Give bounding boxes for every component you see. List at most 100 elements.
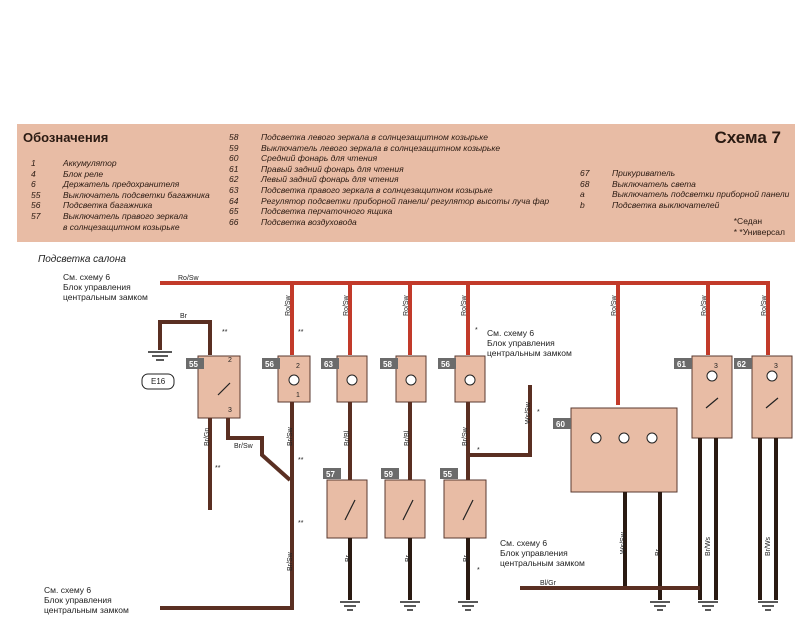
legend-entry-text: Правый задний фонарь для чтения <box>261 163 404 174</box>
wire-wssw <box>468 385 532 457</box>
marker-dstar: ** <box>222 329 228 336</box>
component-62-box <box>751 355 793 439</box>
wire-55-side <box>226 418 292 482</box>
legend-entry-number: 63 <box>229 184 239 195</box>
badge-56 <box>262 358 280 369</box>
component-63-box <box>336 355 368 403</box>
legend-entry-text: Прикуриватель <box>612 168 676 178</box>
component-57-box <box>326 479 368 539</box>
pin-label: 3 <box>714 363 718 370</box>
legend-entry-number: 67 <box>580 168 590 178</box>
component-56-box <box>277 355 311 403</box>
wire-label: Ro/Sw <box>403 294 410 316</box>
wire-br <box>158 320 212 355</box>
wire-label-wssw: Ws/Sw <box>525 401 532 424</box>
ref-line: центральным замком <box>500 558 585 568</box>
e16-tag <box>141 373 175 390</box>
wire-label: Br/Ws <box>705 536 712 556</box>
lamp-icon <box>590 432 602 444</box>
marker-dstar: ** <box>298 520 304 527</box>
wire-label: Ro/Sw <box>343 294 350 316</box>
badge-63 <box>321 358 339 369</box>
lamp-icon <box>405 374 417 386</box>
legend-entry-text: Подсветка правого зеркала в солнцезащитн… <box>261 184 493 195</box>
legend-entry-text: Выключатель левого зеркала в солнцезащит… <box>261 142 501 153</box>
wire-label: Br/Sw <box>287 551 294 571</box>
pin-label: 3 <box>774 363 778 370</box>
legend-entry-number: 57 <box>31 210 41 221</box>
badge-55-label: 55 <box>189 360 198 369</box>
ref-mid: См. схему 6 Блок управления центральным … <box>487 328 572 358</box>
badge-56b <box>438 358 456 369</box>
legend-entry: 61 Правый задний фонарь для чтения <box>229 164 549 175</box>
legend-entry-number: 61 <box>229 163 239 174</box>
badge-56b-label: 56 <box>441 360 450 369</box>
legend-entry-text: Подсветка багажника <box>63 200 153 211</box>
wire-label-br: Br <box>180 313 188 320</box>
legend-entry-number: 55 <box>31 189 41 200</box>
legend-entry-number: 4 <box>31 168 36 179</box>
ref-top: См. схему 6 Блок управления центральным … <box>63 272 148 302</box>
legend-entry-text: Подсветка левого зеркала в солнцезащитно… <box>261 132 488 142</box>
legend-entry-text: Средний фонарь для чтения <box>261 153 378 164</box>
badge-62-label: 62 <box>737 360 746 369</box>
wire-label: Br/Bl <box>404 430 411 446</box>
lamp-icon <box>346 374 358 386</box>
legend-entry-number: 60 <box>229 153 239 164</box>
section-title: Подсветка салона <box>38 254 126 265</box>
legend-entry: 63 Подсветка правого зеркала в солнцезащи… <box>229 185 549 196</box>
legend-entry-number: 64 <box>229 195 239 206</box>
wire-label: Ro/Sw <box>461 294 468 316</box>
ref-line: Блок управления <box>63 282 131 292</box>
switch-icons <box>217 382 779 521</box>
legend-entry-number <box>31 222 63 233</box>
component-55b-box <box>443 479 487 539</box>
wire-label: Br <box>405 554 412 562</box>
legend-entry: 4 Блок реле <box>31 169 210 180</box>
lamp-icon <box>706 370 718 382</box>
legend-entry-text: Блок реле <box>63 168 104 179</box>
badge-56-label: 56 <box>265 360 274 369</box>
marker-star: * <box>477 447 480 454</box>
legend-entry-text: Выключатель подсветки приборной панели <box>612 189 790 200</box>
lamp-icon <box>766 370 778 382</box>
component-60-box <box>570 407 678 493</box>
marker-dstar: ** <box>298 329 304 336</box>
badge-55 <box>186 358 204 369</box>
legend-entry-number: 62 <box>229 174 239 185</box>
ground-icon <box>340 601 360 611</box>
component-55-box <box>197 355 241 419</box>
ref-line: центральным замком <box>487 348 572 358</box>
badge-61 <box>674 358 692 369</box>
badge-63-label: 63 <box>324 360 333 369</box>
component-61-box <box>691 355 733 439</box>
switch-icon <box>344 499 356 521</box>
marker-star: * <box>537 409 540 416</box>
ref-line: См. схему 6 <box>44 585 92 595</box>
badge-58-label: 58 <box>383 360 392 369</box>
component-58-box <box>395 355 427 403</box>
badge-55b-label: 55 <box>443 470 452 479</box>
lamp-icon <box>288 374 300 386</box>
note-wagon: * *Универсал <box>733 227 785 237</box>
lamp-icon <box>464 374 476 386</box>
badge-57-label: 57 <box>326 470 335 479</box>
wire-label: Ro/Sw <box>761 294 768 316</box>
pin-label: 2 <box>296 363 300 370</box>
ref-line: Блок управления <box>500 548 568 558</box>
wire-label: Br/Sw <box>287 426 294 446</box>
legend-entry-number: 65 <box>229 206 239 217</box>
wire-label: Ws/Sw <box>620 531 627 554</box>
wire-label: Ro/Sw <box>285 294 292 316</box>
ground-icon <box>458 601 478 611</box>
switch-icon <box>765 397 779 409</box>
